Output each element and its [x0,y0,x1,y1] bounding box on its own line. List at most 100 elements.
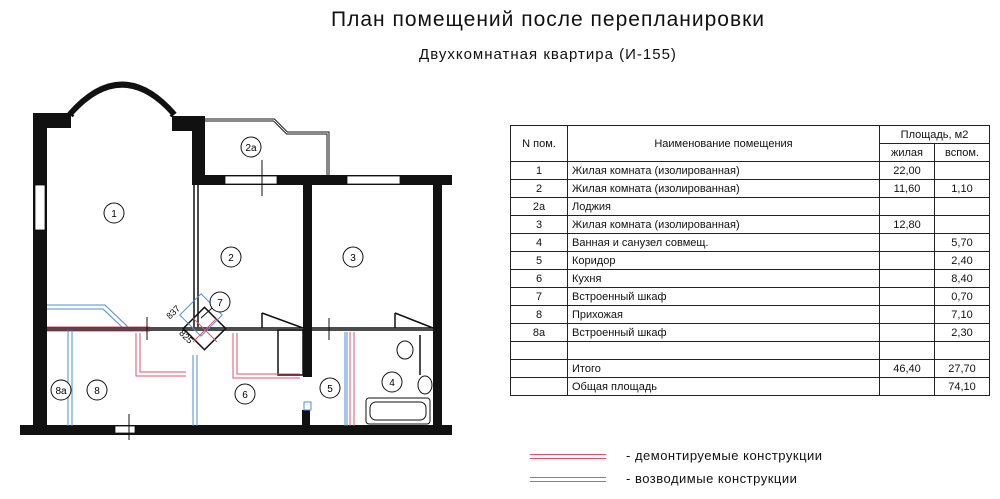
cell-aux: 2,30 [934,323,990,342]
cell-n: 5 [510,251,568,270]
overall-row: Общая площадь 74,10 [510,377,990,396]
cell-n: 7 [510,287,568,306]
cell-name: Встроенный шкаф [567,323,880,342]
erected-structures [47,293,348,426]
svg-text:1: 1 [111,209,117,220]
bathtub-icon [365,397,431,425]
room-label-8: 8 [86,379,108,401]
cell-aux: 8,40 [934,269,990,288]
cell-aux [934,197,990,216]
cell-name: Ванная и санузел совмещ. [567,233,880,252]
cell-name [567,341,880,360]
cell-living: 11,60 [879,179,935,198]
cell-name: Лоджия [567,197,880,216]
cell-n: 8 [510,305,568,324]
red-line-icon [530,454,606,460]
cell-living [879,269,935,288]
cell-aux: 1,10 [934,179,990,198]
cell-n: 6 [510,269,568,288]
plan-subtitle: Двухкомнатная квартира (И-155) [419,46,677,63]
cell-living: 22,00 [879,161,935,180]
legend-demolished: - демонтируемые конструкции [530,448,823,463]
cell-aux: 2,40 [934,251,990,270]
cell-name: Жилая комната (изолированная) [567,161,880,180]
demolished-structures [47,317,355,426]
cell-aux [934,161,990,180]
cell-aux: 7,10 [934,305,990,324]
bay-window [67,81,177,118]
wall-top-left [33,113,71,128]
header-auxiliary: вспом. [934,143,990,162]
cell-living [879,323,935,342]
cell-living [879,197,935,216]
sink-icon [417,375,433,395]
cell-name: Коридор [567,251,880,270]
room-label-2: 2 [220,246,242,268]
room-label-6: 6 [234,383,256,405]
room-label-3: 3 [342,246,364,268]
cell-n: 2а [510,197,568,216]
header-number: N пом. [510,125,568,162]
svg-text:3: 3 [350,253,356,264]
cell-n [510,341,568,360]
header-living: жилая [879,143,935,162]
svg-text:4: 4 [389,378,395,389]
wall-stub [302,410,310,426]
wall-2-3 [303,185,312,377]
svg-text:5: 5 [327,384,333,395]
cell-living [879,305,935,324]
svg-text:2: 2 [228,253,234,264]
header-area: Площадь, м2 [879,125,990,144]
blue-line-icon [530,477,606,483]
room-area-table: N пом. Наименование помещения Площадь, м… [510,125,990,396]
cell-aux [934,341,990,360]
wall-left [33,113,47,431]
cell-n: 4 [510,233,568,252]
door-marks [128,160,330,440]
cell-aux [934,215,990,234]
cell-aux: 0,70 [934,287,990,306]
partitions [47,185,434,376]
cell-name: Встроенный шкаф [567,287,880,306]
room-label-8a: 8а [50,379,72,401]
loggia-outline [205,118,330,175]
room-label-7: 7 [200,291,231,319]
cell-name: Кухня [567,269,880,288]
cell-n: 3 [510,215,568,234]
room-label-5: 5 [319,377,341,399]
cell-n: 1 [510,161,568,180]
wall-1-2-upper [192,116,205,185]
toilet-icon [396,340,414,360]
wall-bottom [20,425,452,435]
cell-n: 2 [510,179,568,198]
cell-living: 12,80 [879,215,935,234]
plan-title: План помещений после перепланировки [330,8,766,31]
legend-erected: - возводимые конструкции [530,471,797,486]
floor-plan: 837 825 1 2 2а 3 4 5 6 7 8 8а [20,81,452,440]
total-row: Итого 46,40 27,70 [510,359,990,378]
wall-right [433,175,442,430]
table-row [510,341,990,360]
svg-text:8а: 8а [55,386,67,397]
cell-living [879,233,935,252]
room-label-1: 1 [103,202,125,224]
room-label-4: 4 [381,371,403,393]
cell-name: Жилая комната (изолированная) [567,179,880,198]
svg-text:6: 6 [242,390,248,401]
room-label-2a: 2а [240,136,262,158]
plumbing [365,340,433,425]
cell-living [879,341,935,360]
svg-text:7: 7 [217,298,223,309]
cell-living [879,287,935,306]
svg-text:2а: 2а [245,143,257,154]
cell-living [879,251,935,270]
